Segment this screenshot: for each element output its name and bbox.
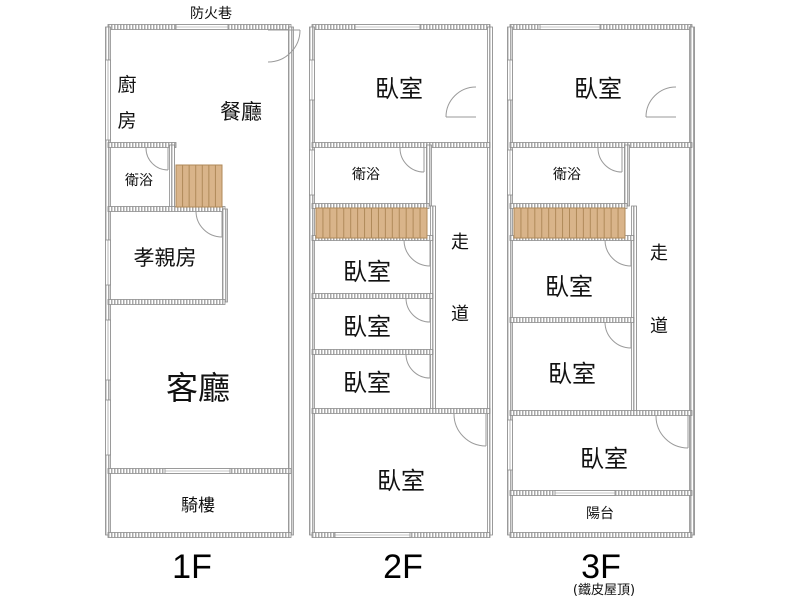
bedroom-top-label-2f: 臥室: [375, 75, 423, 103]
wall-segment: [311, 408, 491, 414]
bath-label-3f: 衛浴: [553, 167, 581, 183]
wall-segment: [288, 26, 294, 536]
roof-note: (鐵皮屋頂): [573, 582, 635, 598]
walls: [105, 24, 695, 538]
wall-segment: [311, 293, 434, 299]
door-swing: [195, 210, 223, 238]
wall-segment: [107, 299, 226, 305]
wall-segment: [169, 144, 175, 210]
bedroom-bottom-label-2f: 臥室: [377, 467, 425, 495]
arcade-label: 騎樓: [181, 496, 215, 516]
bath-label-2f: 衛浴: [352, 167, 380, 183]
floor-1-label: 1F: [172, 548, 212, 586]
bedroom-a-label-3f: 臥室: [545, 273, 593, 301]
wall-segment: [624, 144, 630, 207]
bedroom-b-label-2f: 臥室: [343, 313, 391, 341]
wall-segment: [311, 349, 434, 355]
wall-segment: [509, 142, 693, 148]
stairs: [175, 164, 626, 239]
door-swing: [405, 353, 431, 379]
wall-segment: [311, 142, 491, 148]
wall-segment: [222, 208, 228, 303]
wall-segment: [107, 142, 177, 148]
corridor-label-3f-1: 走: [650, 243, 668, 264]
door-swing: [403, 239, 431, 267]
wall-segment: [509, 410, 693, 416]
bedroom-bottom-label-3f: 臥室: [580, 445, 628, 473]
living-room-label: 客廳: [166, 369, 230, 407]
bedroom-b-label-3f: 臥室: [548, 360, 596, 388]
bedroom-top-label-3f: 臥室: [574, 75, 622, 103]
bath-label-1f: 衛浴: [125, 173, 153, 189]
floor-1-labels: 廚 房 餐廳 衛浴 孝親房 客廳 騎樓 1F: [117, 73, 262, 586]
door-swing: [445, 86, 477, 118]
kitchen-label-1: 廚: [117, 73, 136, 96]
doors: [145, 29, 689, 449]
dining-label: 餐廳: [220, 100, 262, 124]
door-swing: [267, 29, 301, 63]
door-swing: [645, 86, 677, 118]
door-swing: [399, 147, 425, 173]
floor-2-labels: 臥室 衛浴 走 道 臥室 臥室 臥室 臥室 2F: [343, 75, 469, 586]
wall-segment: [509, 317, 635, 323]
wall-segment: [487, 26, 493, 536]
corridor-label-2f-1: 走: [451, 232, 469, 253]
kitchen-label-2: 房: [117, 110, 136, 132]
floor-2-label: 2F: [383, 548, 423, 586]
elder-room-label: 孝親房: [134, 246, 197, 270]
corridor-label-3f-2: 道: [650, 316, 668, 337]
wall-segment: [107, 532, 292, 538]
wall-segment: [309, 26, 315, 536]
floor-3-labels: 臥室 衛浴 走 道 臥室 臥室 臥室 陽台 3F (鐵皮屋頂): [545, 75, 668, 598]
wall-segment: [689, 26, 695, 536]
stair-block: [175, 164, 223, 208]
wall-segment: [509, 24, 693, 30]
bedroom-a-label-2f: 臥室: [343, 258, 391, 286]
floor-3-label: 3F: [581, 548, 621, 586]
street-label: 防火巷: [190, 6, 232, 22]
door-swing: [597, 147, 623, 173]
balcony-label: 陽台: [586, 506, 614, 522]
wall-segment: [509, 532, 693, 538]
door-swing: [405, 297, 431, 323]
door-swing: [604, 321, 632, 349]
door-swing: [145, 147, 169, 171]
door-swing: [655, 415, 689, 449]
door-swing: [453, 413, 487, 447]
wall-segment: [426, 144, 432, 207]
bedroom-c-label-2f: 臥室: [343, 369, 391, 397]
corridor-label-2f-2: 道: [451, 304, 469, 325]
door-swing: [604, 239, 632, 267]
